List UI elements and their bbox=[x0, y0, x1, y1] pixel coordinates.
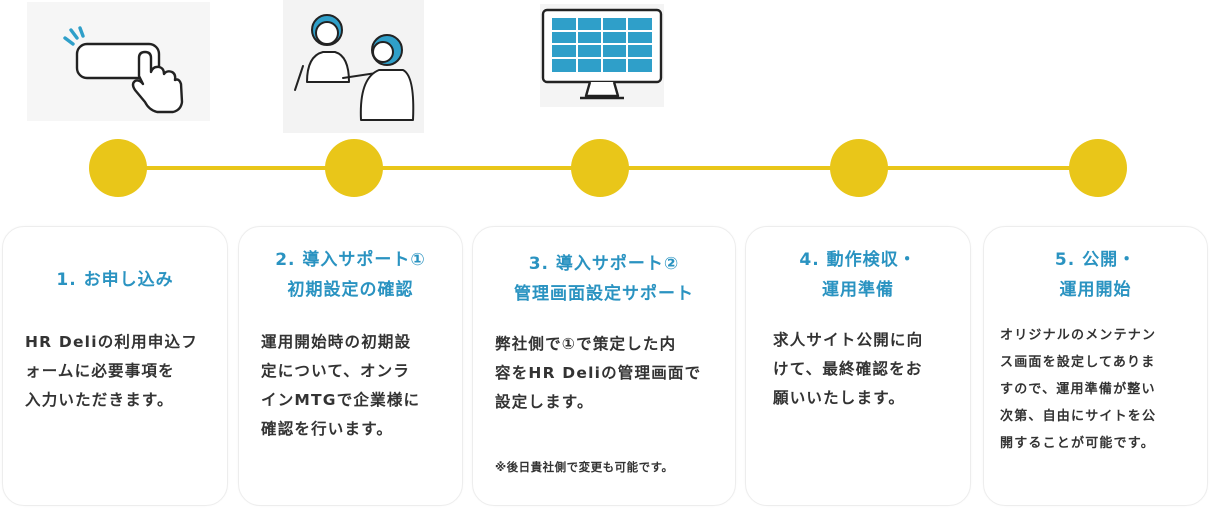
step-description-line: 願いいたします。 bbox=[773, 389, 906, 407]
step-description: HR Deliの利用申込フ ォームに必要事項を 入力いただきます。 bbox=[25, 328, 198, 415]
step-description-line: 容をHR Deliの管理画面で bbox=[495, 364, 702, 382]
step-card-3: 3. 導入サポート② 管理画面設定サポート 弊社側で①で策定した内 容をHR D… bbox=[472, 226, 736, 506]
timeline-dot-3 bbox=[571, 139, 629, 197]
step-description: オリジナルのメンテナン ス画面を設定してありま すので、運用準備が整い 次第、自… bbox=[1000, 322, 1156, 457]
step-title: 4. 動作検収・ 運用準備 bbox=[746, 245, 970, 305]
step-title-line: 管理画面設定サポート bbox=[514, 284, 694, 304]
step-description-line: オリジナルのメンテナン bbox=[1000, 328, 1157, 343]
step-description-line: 確認を行います。 bbox=[261, 420, 394, 438]
step-card-1: 1. お申し込み HR Deliの利用申込フ ォームに必要事項を 入力いただきま… bbox=[2, 226, 228, 506]
step-description: 弊社側で①で策定した内 容をHR Deliの管理画面で 設定します。 bbox=[495, 330, 701, 417]
step-card-2: 2. 導入サポート① 初期設定の確認 運用開始時の初期設 定について、オンラ イ… bbox=[238, 226, 463, 506]
timeline-dot-2 bbox=[325, 139, 383, 197]
step-title: 2. 導入サポート① 初期設定の確認 bbox=[239, 245, 462, 305]
step-card-5: 5. 公開・ 運用開始 オリジナルのメンテナン ス画面を設定してありま すので、… bbox=[983, 226, 1208, 506]
step-title-line: 運用準備 bbox=[822, 280, 894, 300]
step-description: 運用開始時の初期設 定について、オンラ インMTGで企業様に 確認を行います。 bbox=[261, 328, 420, 444]
step-description-line: 求人サイト公開に向 bbox=[773, 331, 924, 349]
timeline-dot-4 bbox=[830, 139, 888, 197]
step-title-line: 2. 導入サポート① bbox=[275, 250, 426, 270]
step-description-line: 次第、自由にサイトを公 bbox=[1000, 409, 1157, 424]
step-title: 5. 公開・ 運用開始 bbox=[984, 245, 1207, 305]
step-description-line: インMTGで企業様に bbox=[261, 391, 421, 409]
step-description-line: けて、最終確認をお bbox=[773, 360, 923, 378]
step-description-line: 設定します。 bbox=[495, 393, 594, 411]
step-description-line: すので、運用準備が整い bbox=[1000, 382, 1156, 397]
consultation-icon bbox=[283, 0, 424, 133]
step-description-line: 運用開始時の初期設 bbox=[261, 333, 412, 351]
timeline-dot-1 bbox=[89, 139, 147, 197]
step-description-line: 定について、オンラ bbox=[261, 362, 411, 380]
step-description: 求人サイト公開に向 けて、最終確認をお 願いいたします。 bbox=[773, 326, 923, 413]
step-title-line: 3. 導入サポート② bbox=[528, 254, 680, 274]
monitor-spreadsheet-icon bbox=[540, 4, 664, 107]
step-title: 3. 導入サポート② 管理画面設定サポート bbox=[473, 249, 735, 309]
step-card-4: 4. 動作検収・ 運用準備 求人サイト公開に向 けて、最終確認をお 願いいたしま… bbox=[745, 226, 971, 506]
step-description-line: 入力いただきます。 bbox=[25, 391, 174, 409]
step-note: ※後日貴社側で変更も可能です。 bbox=[495, 460, 674, 474]
step-description-line: 弊社側で①で策定した内 bbox=[495, 335, 677, 353]
step-description-line: 開することが可能です。 bbox=[1000, 436, 1155, 451]
step-description-line: HR Deliの利用申込フ bbox=[25, 333, 198, 351]
step-title-line: 1. お申し込み bbox=[56, 270, 174, 290]
step-description-line: ス画面を設定してありま bbox=[1000, 355, 1156, 370]
step-title-line: 4. 動作検収・ bbox=[799, 250, 917, 270]
step-title-line: 5. 公開・ bbox=[1054, 250, 1137, 270]
timeline-dot-5 bbox=[1069, 139, 1127, 197]
step-title-line: 運用開始 bbox=[1059, 280, 1132, 300]
step-title-line: 初期設定の確認 bbox=[287, 280, 414, 300]
step-title: 1. お申し込み bbox=[3, 265, 227, 295]
step-description-line: ォームに必要事項を bbox=[25, 362, 175, 380]
click-button-icon bbox=[27, 2, 210, 121]
